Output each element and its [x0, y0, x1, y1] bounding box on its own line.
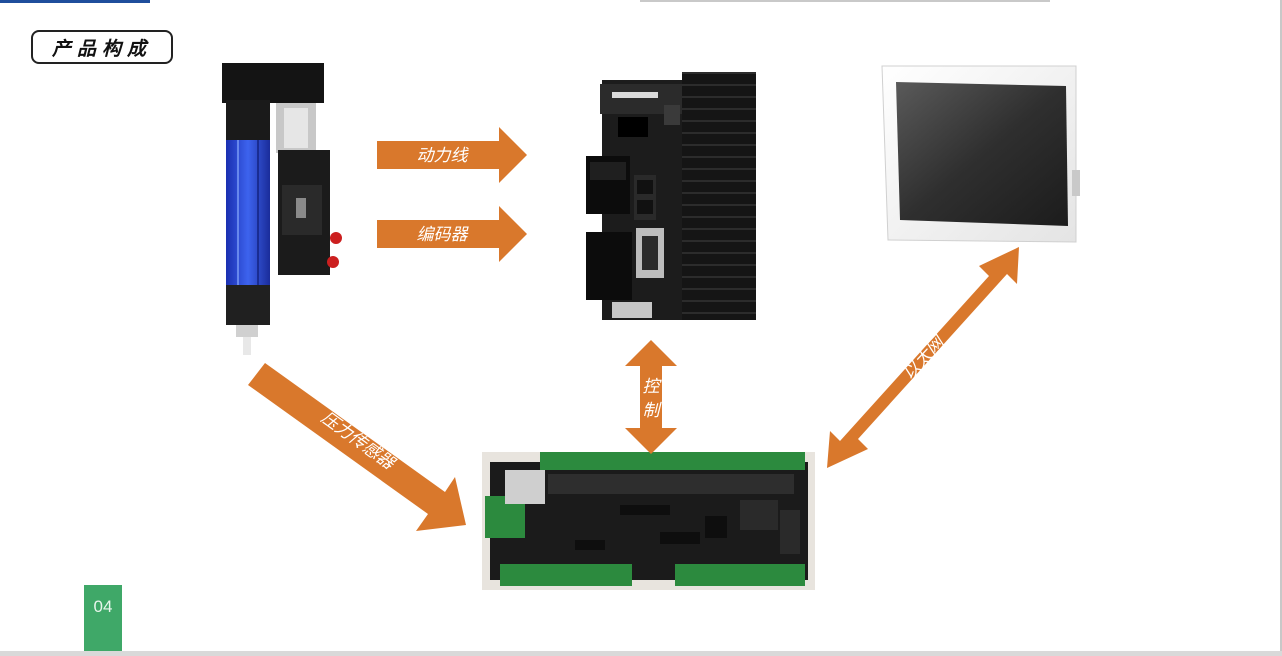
power-cable-label: 动力线 — [417, 146, 470, 166]
right-edge-line — [1280, 0, 1282, 656]
servo-drive-image — [586, 72, 756, 320]
bottom-bar — [0, 651, 1282, 656]
control-label-1: 控 — [643, 377, 663, 397]
hmi-touchscreen-image — [881, 65, 1080, 243]
electric-cylinder-image — [222, 63, 342, 355]
power-cable-arrow: 动力线 — [377, 127, 527, 183]
top-accent-line — [0, 0, 150, 3]
control-double-arrow: 控 制 — [625, 340, 677, 454]
page-number: 04 — [93, 597, 113, 616]
top-divider-line — [640, 0, 1050, 2]
pressure-sensor-arrow: 压力传感器 — [248, 363, 466, 531]
control-label-2: 制 — [643, 401, 663, 421]
encoder-cable-label: 编码器 — [417, 225, 470, 245]
page-number-badge: 04 — [84, 585, 122, 651]
ethernet-double-arrow: 以太网 — [827, 247, 1019, 468]
title-box: 产品构成 — [31, 30, 173, 64]
page-title: 产品构成 — [51, 37, 152, 60]
controller-board-image — [482, 452, 815, 590]
encoder-cable-arrow: 编码器 — [377, 206, 527, 262]
